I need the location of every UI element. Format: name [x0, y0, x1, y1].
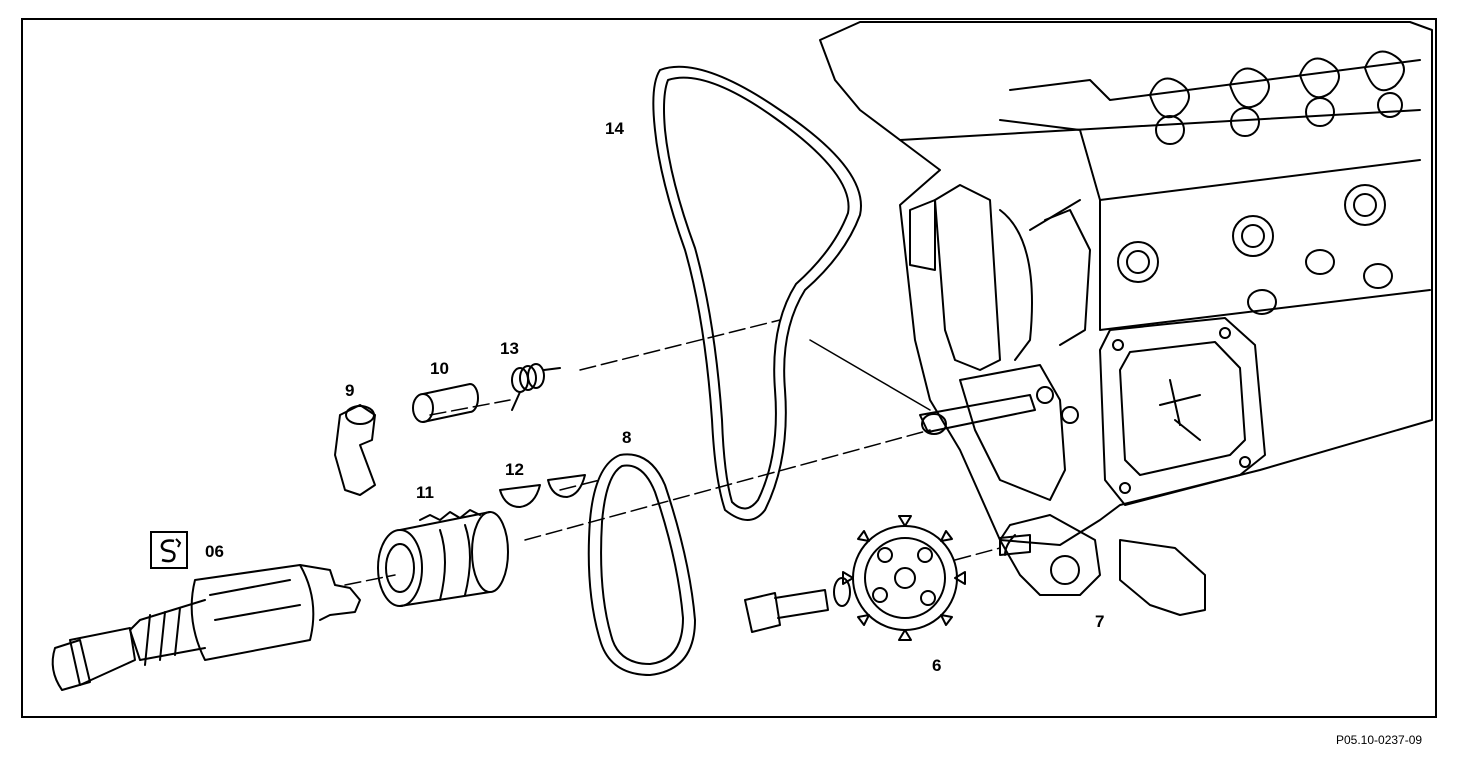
label-part-6: 6: [932, 656, 942, 675]
label-part-13: 13: [500, 339, 519, 358]
triple-sprocket-11: [377, 509, 509, 607]
woodruff-keys-12: [499, 474, 586, 508]
label-part-10: 10: [430, 359, 449, 378]
alignment-lines: [344, 319, 1001, 586]
spring-13: [511, 363, 561, 411]
upper-timing-chain-14: [652, 65, 862, 521]
bolt: [744, 577, 851, 633]
label-part-06: 06: [205, 542, 224, 561]
label-part-14: 14: [605, 119, 624, 138]
label-part-8: 8: [622, 428, 632, 447]
label-part-11: 11: [416, 483, 434, 502]
guide-rail-9: [334, 404, 376, 496]
label-part-9: 9: [345, 381, 355, 400]
special-tool-06: [51, 564, 361, 691]
bushing-10: [412, 383, 479, 423]
label-part-12: 12: [505, 460, 524, 479]
sprocket-6: [842, 515, 966, 641]
engine-block: [819, 21, 1433, 616]
label-part-7: 7: [1095, 612, 1105, 631]
lower-timing-chain-8: [587, 453, 696, 676]
special-tool-icon: [150, 531, 188, 569]
reference-code: P05.10-0237-09: [1336, 733, 1423, 747]
diagram-frame: [21, 18, 1437, 718]
